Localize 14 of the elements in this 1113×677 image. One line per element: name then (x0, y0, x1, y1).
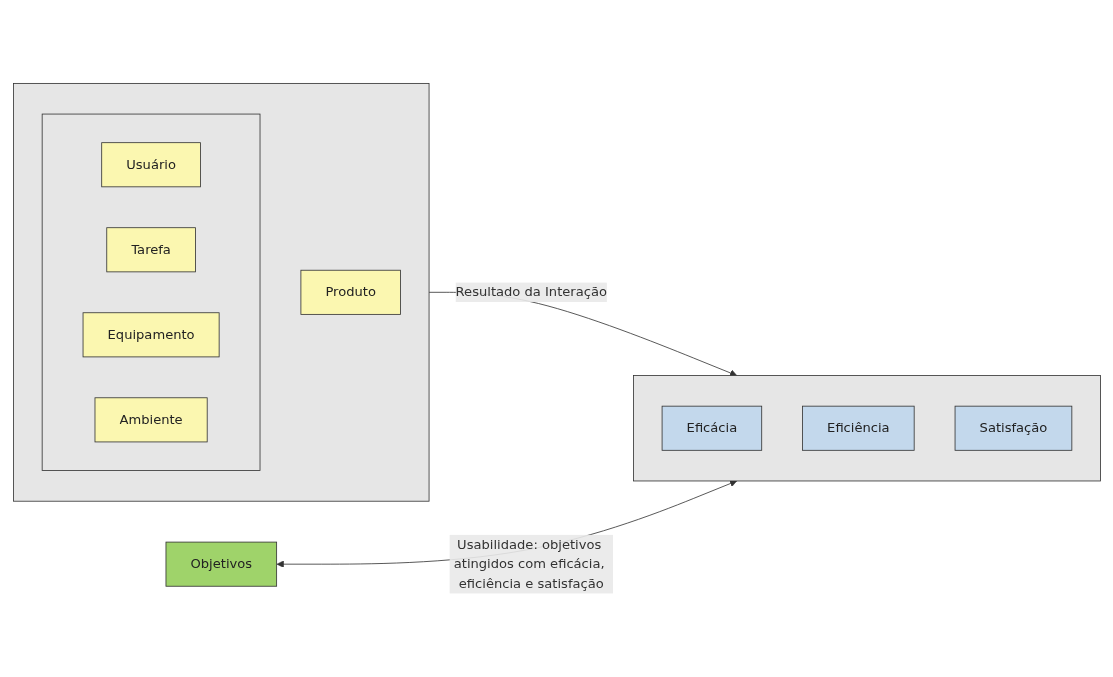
cluster (632, 375, 1101, 482)
node-box: Satisfação (954, 405, 1072, 451)
node-box: Eficiência (801, 405, 915, 451)
node-box: Produto (300, 269, 401, 315)
cluster (41, 113, 260, 471)
node-box: Usuário (100, 142, 201, 188)
edge-label: Resultado da Interação (455, 284, 607, 300)
node-box: Equipamento (82, 312, 220, 358)
node-box: Objetivos (165, 541, 277, 587)
cluster (12, 83, 429, 502)
node-box: Tarefa (105, 227, 196, 273)
node-box: Ambiente (94, 397, 208, 443)
node-box: Eficácia (661, 405, 762, 451)
edge-label: Usabilidade: objetivos atingidos com eficácia, eficiência e satisfação (453, 536, 605, 592)
